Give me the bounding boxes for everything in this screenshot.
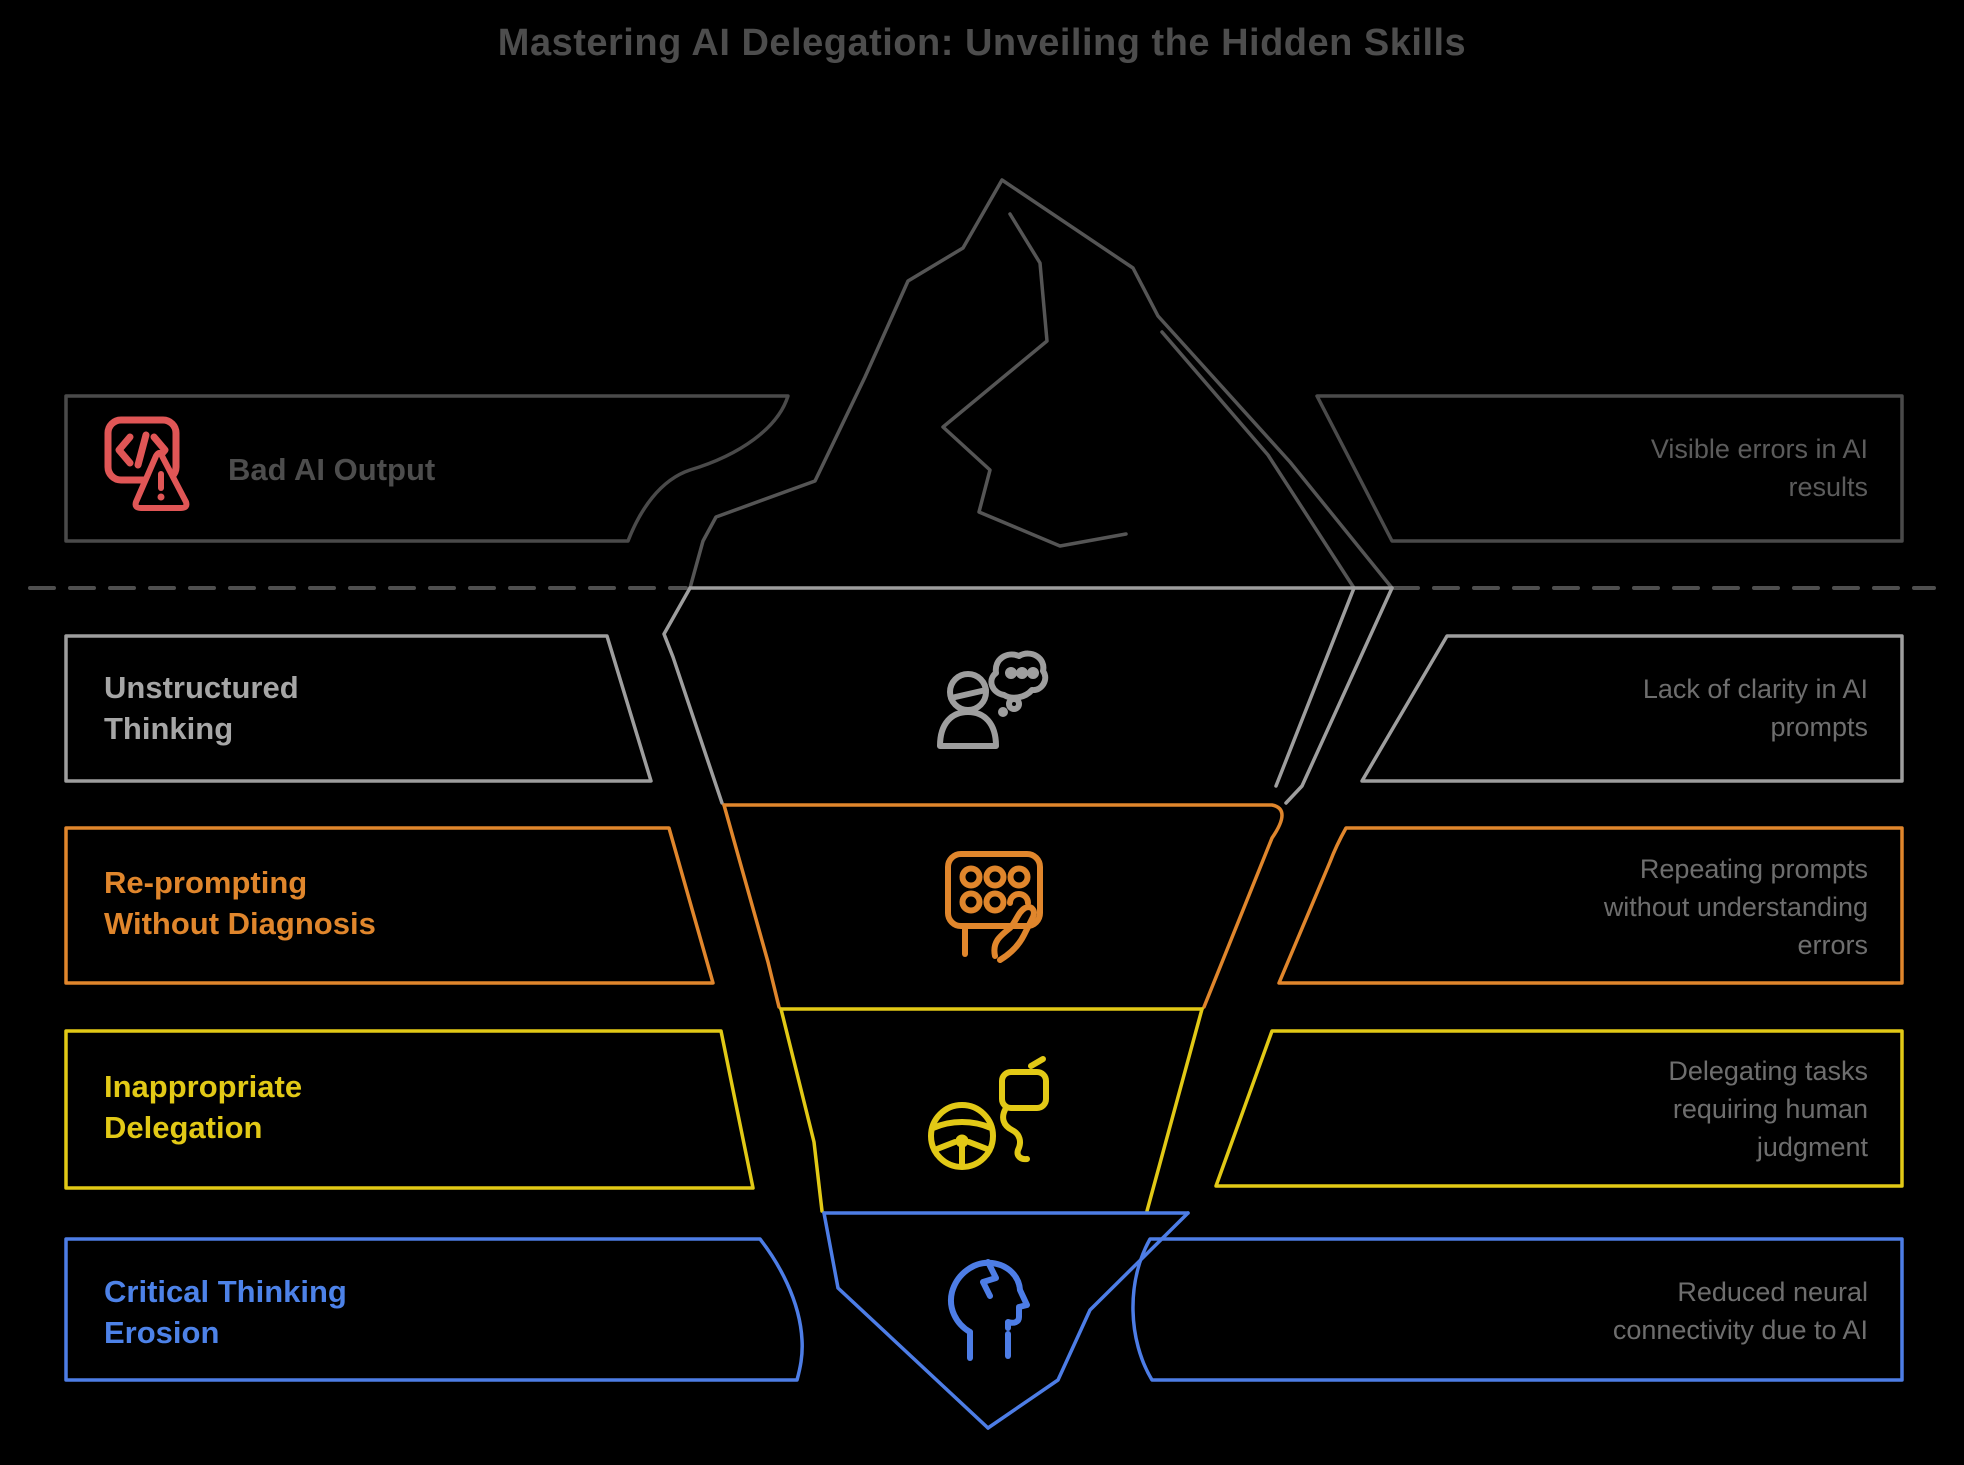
description-repeating-prompts: Repeating prompts without understanding … [1603, 854, 1868, 960]
left-box-critical-thinking [64, 1237, 804, 1382]
right-box-delegating-tasks [1214, 1029, 1904, 1188]
iceberg-facet-ridge [941, 212, 1128, 548]
code-error-icon [104, 416, 190, 511]
right-box-lack-of-clarity [1360, 634, 1904, 783]
description-lack-of-clarity: Lack of clarity in AI prompts [1642, 674, 1868, 742]
label-re-prompting: Re-prompting Without Diagnosis [104, 865, 376, 941]
label-critical-thinking: Critical Thinking Erosion [104, 1274, 347, 1350]
underwater-orange-section [722, 803, 1284, 1009]
label-bad-ai-output: Bad AI Output [228, 452, 436, 487]
description-visible-errors: Visible errors in AI results [1650, 434, 1868, 502]
thinking-person-icon [937, 650, 1049, 749]
keypad-hand-icon [945, 851, 1043, 963]
iceberg-facet-right [1160, 330, 1356, 590]
right-box-visible-errors [1315, 394, 1904, 543]
left-box-bad-ai-output [64, 394, 790, 543]
label-unstructured-thinking: Unstructured Thinking [104, 670, 299, 746]
left-box-inappropriate-delegation [64, 1029, 755, 1190]
right-box-repeating-prompts [1277, 826, 1904, 985]
description-reduced-neural: Reduced neural connectivity due to AI [1612, 1277, 1868, 1345]
underwater-gray-section [662, 586, 1394, 805]
left-box-re-prompting [64, 826, 715, 985]
page-title: Mastering AI Delegation: Unveiling the H… [497, 22, 1467, 64]
right-box-reduced-neural [1131, 1237, 1904, 1382]
steering-wheel-icon [928, 1056, 1049, 1170]
left-box-unstructured-thinking [64, 634, 653, 783]
label-inappropriate-delegation: Inappropriate Delegation [104, 1069, 303, 1145]
iceberg-outline [688, 178, 1394, 590]
head-crack-icon [948, 1259, 1030, 1361]
description-delegating-tasks: Delegating tasks requiring human judgmen… [1668, 1056, 1868, 1162]
underwater-yellow-section [779, 1007, 1204, 1213]
